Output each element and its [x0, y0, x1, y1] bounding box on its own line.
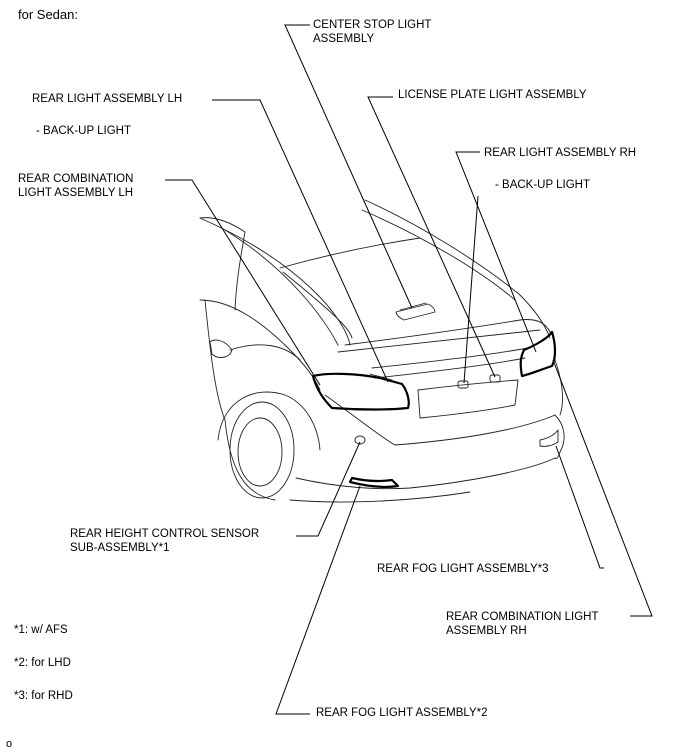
label-line: ASSEMBLY RH: [446, 625, 527, 637]
label-line: REAR COMBINATION LIGHT: [446, 611, 599, 623]
label-rear-fog-light-lh: REAR FOG LIGHT ASSEMBLY*2: [316, 707, 488, 719]
label-backup-light-lh: - BACK-UP LIGHT: [36, 125, 131, 137]
footnote-2: *2: for LHD: [14, 657, 71, 669]
diagram-title: for Sedan:: [18, 7, 78, 22]
label-rear-light-rh: REAR LIGHT ASSEMBLY RH: [484, 147, 637, 159]
label-rear-height-sensor: REAR HEIGHT CONTROL SENSOR SUB-ASSEMBLY*…: [70, 527, 259, 555]
label-line: REAR HEIGHT CONTROL SENSOR: [70, 528, 260, 540]
rear-combination-light-lh-shape: [311, 372, 410, 411]
label-rear-light-lh: REAR LIGHT ASSEMBLY LH: [32, 93, 183, 105]
rear-height-sensor-shape: [354, 435, 366, 445]
label-rear-combination-rh: REAR COMBINATION LIGHT ASSEMBLY RH: [446, 610, 599, 638]
label-line: ASSEMBLY: [313, 33, 375, 45]
label-center-stop-light: CENTER STOP LIGHT ASSEMBLY: [313, 18, 431, 46]
label-line: SUB-ASSEMBLY*1: [70, 542, 170, 554]
rear-fog-light-rh-shape: [539, 429, 559, 447]
label-backup-light-rh: - BACK-UP LIGHT: [495, 179, 590, 191]
label-rear-combination-lh: REAR COMBINATION LIGHT ASSEMBLY LH: [18, 172, 133, 200]
footnote-3: *3: for RHD: [14, 690, 73, 702]
center-stop-light-shape: [395, 302, 436, 321]
label-license-plate-light: LICENSE PLATE LIGHT ASSEMBLY: [398, 89, 587, 101]
leader-lines: [165, 24, 653, 715]
footnote-1: *1: w/ AFS: [14, 624, 68, 636]
rear-fog-light-lh-shape: [348, 476, 400, 489]
label-rear-fog-light-rh: REAR FOG LIGHT ASSEMBLY*3: [377, 563, 549, 575]
label-line: REAR COMBINATION: [18, 173, 134, 185]
car-body-outline: [199, 199, 565, 503]
license-plate-lights-shape: [457, 374, 501, 389]
rear-combination-light-rh-shape: [519, 330, 557, 378]
label-line: LIGHT ASSEMBLY LH: [18, 187, 134, 199]
figure-code: o: [6, 738, 13, 750]
label-line: CENTER STOP LIGHT: [313, 19, 432, 31]
